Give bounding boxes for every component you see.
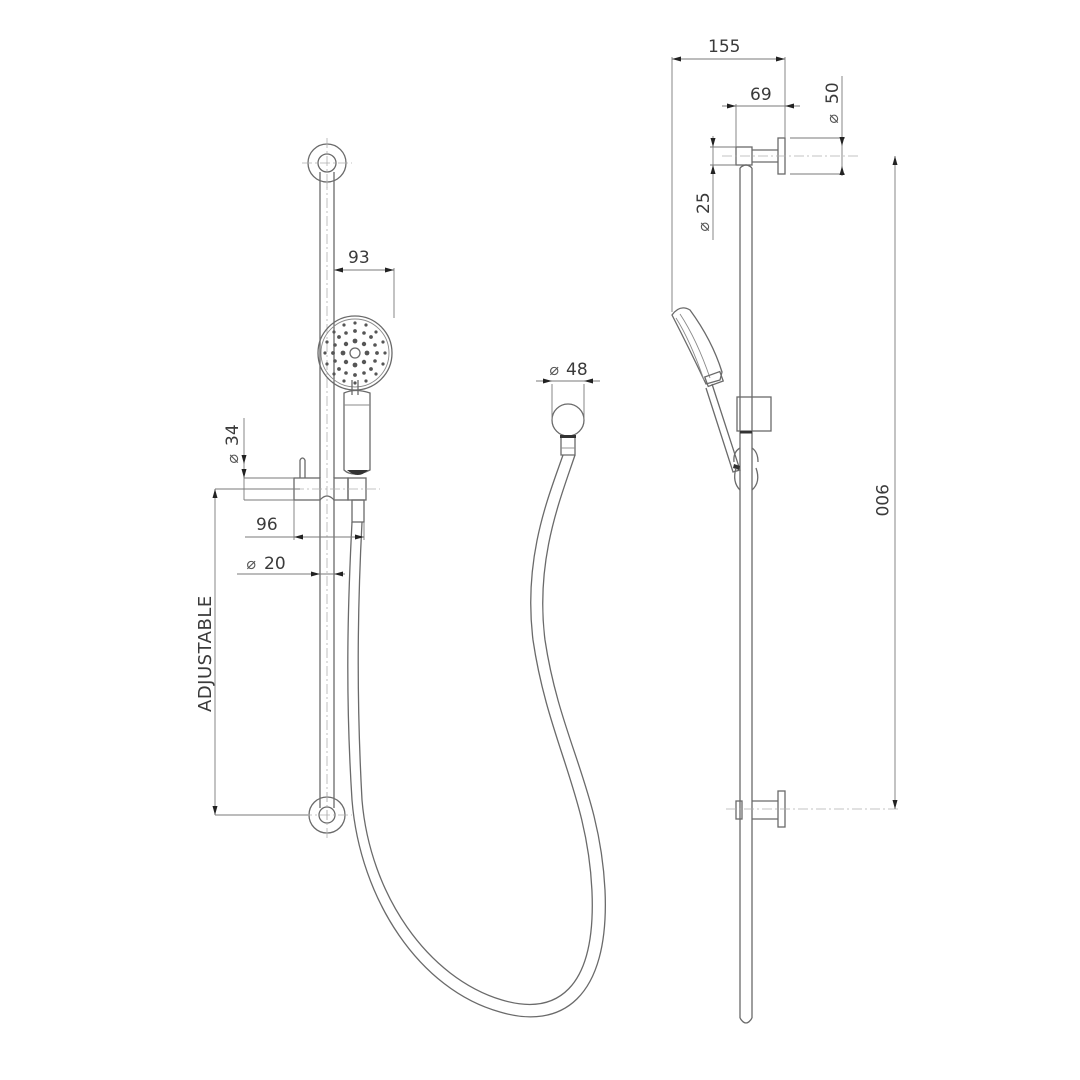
diameter-symbol: ⌀ [694,222,713,232]
hose-inner [357,454,593,1005]
dimension-label: 20 [264,554,286,574]
dimension-dia-20: ⌀ 20 [237,554,345,577]
dimension-dia-48: ⌀ 48 [536,360,600,420]
dimension-93: 93 [334,248,395,318]
dimension-label: 34 [223,424,243,446]
side-slider [733,396,772,491]
dimension-155: 155 [671,37,786,312]
side-top-bracket [722,137,860,175]
bottom-wall-bracket [302,792,352,838]
dimension-label: 50 [823,82,843,104]
adjustable-label: ADJUSTABLE [195,595,216,712]
side-handshower [671,307,741,473]
dimension-900: 900 [871,156,898,809]
dimension-label: 25 [694,192,714,214]
diameter-symbol: ⌀ [549,360,559,379]
dimension-dia-25: ⌀ 25 [694,136,736,240]
dimension-dia-50: ⌀ 50 [790,76,845,176]
wall-outlet-elbow [551,403,585,456]
dimension-label: 155 [708,37,740,57]
handshower-head [317,315,393,391]
diameter-symbol: ⌀ [223,454,242,464]
slide-rail [319,172,335,820]
dimension-label: 93 [348,248,370,268]
dimension-label: 48 [566,360,588,380]
diameter-symbol: ⌀ [823,114,842,124]
dimension-label: 69 [750,85,772,105]
hose-outer [347,454,606,1018]
dimension-dia-34: ⌀ 34 [223,418,294,501]
slider-holder [240,457,380,523]
handshower-handle [343,380,371,475]
side-bottom-bracket [726,790,900,828]
dimension-label: 900 [871,484,891,516]
dimension-69: 69 [722,85,800,147]
diameter-symbol: ⌀ [246,554,256,573]
side-view [671,137,900,1024]
dimension-label: 96 [256,515,278,535]
dimension-96: 96 [245,500,365,540]
front-view [240,138,606,1018]
dimension-adjustable: ADJUSTABLE [195,488,308,816]
